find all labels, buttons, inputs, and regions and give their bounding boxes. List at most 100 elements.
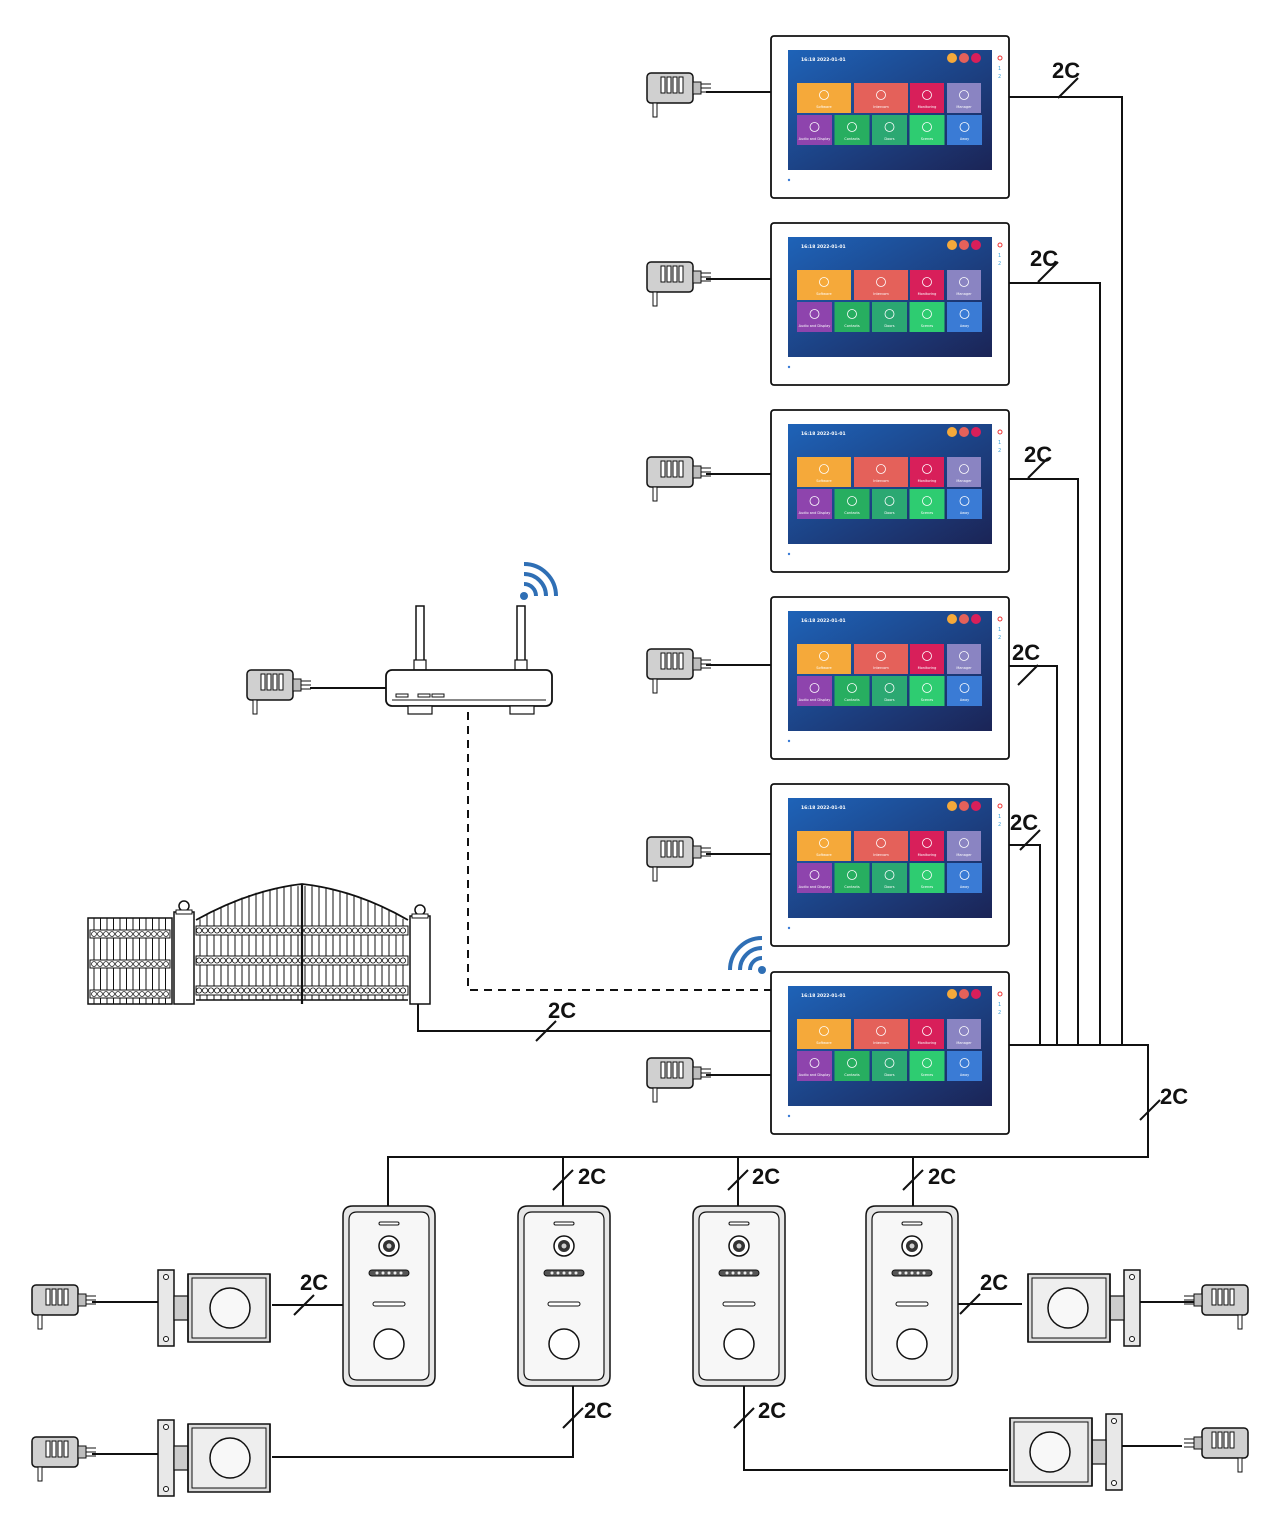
menu-tile[interactable]: Manager <box>947 1019 981 1049</box>
camera-icon <box>876 651 886 661</box>
menu-tile[interactable]: Software <box>797 83 851 113</box>
menu-tile[interactable]: Scenes <box>909 863 945 893</box>
menu-tile[interactable]: Doors <box>872 863 907 893</box>
menu-tile[interactable]: Away <box>947 1051 982 1081</box>
status-indicator <box>959 801 969 811</box>
menu-tile[interactable]: Monitoring <box>910 270 944 300</box>
tile-label: Audio and Display <box>799 885 831 889</box>
exit-icon <box>959 870 970 880</box>
menu-tile[interactable]: Doors <box>872 676 907 706</box>
menu-tile[interactable]: Scenes <box>909 676 945 706</box>
menu-tile[interactable]: Away <box>947 489 982 519</box>
gate <box>87 883 431 1005</box>
tile-label: Software <box>816 1041 831 1045</box>
menu-tile[interactable]: Manager <box>947 270 981 300</box>
menu-tile[interactable]: Intercom <box>854 644 908 674</box>
tile-label: Away <box>960 324 969 328</box>
menu-tile[interactable]: Intercom <box>854 831 908 861</box>
cable-type-text: 2C <box>1030 246 1058 271</box>
home-icon <box>922 683 932 693</box>
monitor-2-cable <box>1009 282 1101 1045</box>
cable-2c-label: 2C <box>902 1164 956 1191</box>
menu-tile[interactable]: Scenes <box>909 115 945 145</box>
power-icon <box>997 616 1003 622</box>
phone-icon <box>847 870 857 880</box>
cable-2c-label: 2C <box>552 1164 606 1191</box>
menu-tile[interactable]: Away <box>947 863 982 893</box>
tile-label: Away <box>960 511 969 515</box>
menu-tile[interactable]: Doors <box>872 489 907 519</box>
menu-tile[interactable]: Software <box>797 270 851 300</box>
menu-tile[interactable]: Contacts <box>834 115 870 145</box>
menu-tile[interactable]: Contacts <box>834 863 870 893</box>
list-icon <box>959 838 969 848</box>
door-station-icon <box>342 1205 436 1387</box>
menu-tile[interactable]: Manager <box>947 457 981 487</box>
power-adapter-icon <box>246 669 312 715</box>
menu-tile[interactable]: Manager <box>947 83 981 113</box>
menu-tile[interactable]: Audio and Display <box>797 115 832 145</box>
menu-tile[interactable]: Doors <box>872 1051 907 1081</box>
phone-icon <box>847 122 857 132</box>
menu-tile[interactable]: Software <box>797 1019 851 1049</box>
menu-tile[interactable]: Contacts <box>834 1051 870 1081</box>
menu-tile[interactable]: Software <box>797 644 851 674</box>
menu-tile[interactable]: Intercom <box>854 83 908 113</box>
monitor-4-cable <box>1009 665 1058 1045</box>
wifi-router <box>385 605 553 715</box>
menu-tile[interactable]: Monitoring <box>910 457 944 487</box>
door-stations <box>342 1205 959 1387</box>
menu-tile[interactable]: Intercom <box>854 270 908 300</box>
tile-label: Contacts <box>844 137 860 141</box>
menu-tile[interactable]: Monitoring <box>910 831 944 861</box>
tile-label: Manager <box>956 666 972 670</box>
side-button-label: 2 <box>998 448 1001 454</box>
tile-label: Contacts <box>844 885 860 889</box>
menu-tile[interactable]: Software <box>797 457 851 487</box>
menu-tile[interactable]: Contacts <box>834 302 870 332</box>
side-button-label: 2 <box>998 261 1001 267</box>
menu-tile[interactable]: Audio and Display <box>797 863 832 893</box>
electric-lock-icon <box>157 1419 271 1497</box>
menu-tile[interactable]: Manager <box>947 644 981 674</box>
menu-tile[interactable]: Doors <box>872 302 907 332</box>
tile-label: Monitoring <box>918 479 937 483</box>
menu-tile[interactable]: Manager <box>947 831 981 861</box>
tile-label: Away <box>960 1073 969 1077</box>
menu-tile[interactable]: Scenes <box>909 302 945 332</box>
menu-tile[interactable]: Contacts <box>834 676 870 706</box>
power-adapter-icon <box>646 261 712 307</box>
menu-tile[interactable]: Monitoring <box>910 83 944 113</box>
menu-tile[interactable]: Intercom <box>854 457 908 487</box>
menu-tile[interactable]: Monitoring <box>910 1019 944 1049</box>
doorphone-icon <box>922 651 932 661</box>
tile-label: Software <box>816 479 831 483</box>
camera-icon <box>876 838 886 848</box>
tile-label: Away <box>960 698 969 702</box>
gear-icon <box>819 464 829 474</box>
menu-tile[interactable]: Audio and Display <box>797 676 832 706</box>
menu-tile[interactable]: Scenes <box>909 489 945 519</box>
menu-tile[interactable]: Away <box>947 115 982 145</box>
menu-tile[interactable]: Audio and Display <box>797 302 832 332</box>
menu-tile[interactable]: Intercom <box>854 1019 908 1049</box>
cable-type-text: 2C <box>1160 1084 1188 1109</box>
cable-2c-label: 2C <box>733 1398 786 1429</box>
calendar-icon <box>809 870 820 880</box>
tile-label: Manager <box>956 105 972 109</box>
menu-tile[interactable]: Audio and Display <box>797 1051 832 1081</box>
menu-tile[interactable]: Contacts <box>834 489 870 519</box>
menu-tile[interactable]: Software <box>797 831 851 861</box>
menu-tile[interactable]: Scenes <box>909 1051 945 1081</box>
menu-tile[interactable]: Audio and Display <box>797 489 832 519</box>
menu-tile[interactable]: Away <box>947 302 982 332</box>
menu-tile[interactable]: Away <box>947 676 982 706</box>
wifi-icon <box>728 936 766 974</box>
menu-tile[interactable]: Monitoring <box>910 644 944 674</box>
menu-tile[interactable]: Doors <box>872 115 907 145</box>
electric-lock-icon <box>157 1269 271 1347</box>
cable-type-text: 2C <box>1010 810 1038 835</box>
